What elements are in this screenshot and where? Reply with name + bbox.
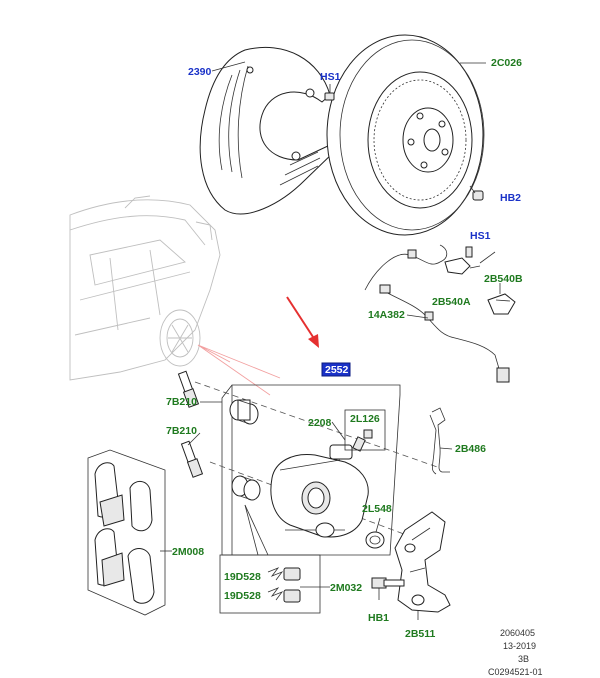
part-labels: 2390 2C026 HS1 HB2 HS1 2B540B 2B540A 14A…: [166, 57, 523, 640]
reference-block: 2060405 13-2019 3B C0294521-01: [488, 628, 543, 677]
dust-shield: [199, 46, 337, 215]
brake-disc: [326, 34, 485, 236]
disc-screw: [469, 185, 484, 201]
label-piston-seal[interactable]: 2L548: [362, 503, 392, 515]
leader-lines: [160, 61, 511, 620]
label-spring-clip[interactable]: 2B486: [455, 443, 486, 455]
reference-line-2: 13-2019: [503, 641, 536, 651]
caliper-carrier: [394, 511, 451, 613]
guide-pin-top: [177, 370, 200, 408]
label-guide-pin-top[interactable]: 7B210: [166, 396, 197, 408]
red-arrow-icon: [286, 296, 319, 348]
reference-line-1: 2060405: [500, 628, 535, 638]
guide-bushing-top: [229, 399, 259, 425]
piston-seal: [365, 531, 385, 549]
label-guide-pin-bottom[interactable]: 7B210: [166, 425, 197, 437]
boot-top: [267, 567, 301, 581]
boot-kit-box: [219, 504, 321, 614]
label-boot-kit[interactable]: 2M032: [330, 582, 362, 594]
boot-bottom: [267, 587, 301, 603]
caliper-body: [270, 444, 369, 538]
label-sensor-clip[interactable]: 2B540B: [484, 273, 523, 285]
bleed-screw: [352, 429, 373, 452]
pad-set: [87, 449, 166, 616]
label-sensor-screw[interactable]: HS1: [470, 230, 491, 242]
label-shield-screw[interactable]: HS1: [320, 71, 341, 83]
label-caliper-assembly[interactable]: 2552: [325, 364, 349, 376]
carrier-bolt: [371, 577, 405, 589]
label-bleed-screw[interactable]: 2L126: [350, 413, 380, 425]
label-pads[interactable]: 2M008: [172, 546, 204, 558]
speed-sensor-harness: [364, 244, 510, 383]
label-carrier-bolt[interactable]: HB1: [368, 612, 389, 624]
label-boot-bottom[interactable]: 19D528: [224, 590, 261, 602]
spring-clip: [429, 407, 450, 475]
sensor-clip: [487, 283, 516, 315]
label-carrier[interactable]: 2B511: [405, 628, 436, 640]
label-boot-top[interactable]: 19D528: [224, 571, 261, 583]
guide-bushing-bottom: [231, 475, 261, 501]
label-sensor[interactable]: 14A382: [368, 309, 405, 321]
vehicle-outline: [69, 195, 281, 396]
reference-line-4: C0294521-01: [488, 667, 543, 677]
guide-pin-bottom: [180, 440, 204, 478]
shield-screw: [324, 84, 335, 101]
sensor-bracket: [444, 246, 481, 275]
reference-line-3: 3B: [518, 654, 529, 664]
label-shield[interactable]: 2390: [188, 66, 212, 78]
label-disc[interactable]: 2C026: [491, 57, 522, 69]
label-disc-screw[interactable]: HB2: [500, 192, 521, 204]
label-sensor-bracket[interactable]: 2B540A: [432, 296, 471, 308]
label-caliper[interactable]: 2208: [308, 417, 332, 429]
